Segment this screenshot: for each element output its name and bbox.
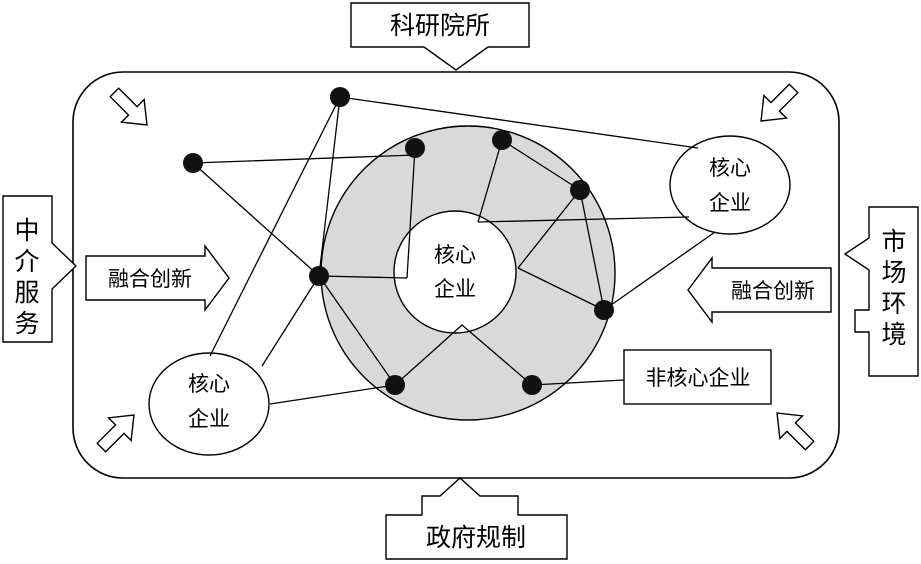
link (318, 96, 341, 277)
link (318, 275, 408, 279)
enterprise-node (385, 375, 405, 395)
arrow-bottom-right-icon (776, 412, 815, 451)
fusion-innovation-label-left: 融合创新 (108, 267, 192, 291)
nodes (183, 87, 614, 395)
non-core-enterprise-box (623, 349, 772, 405)
ecosystem-boundary (72, 71, 840, 479)
link (261, 275, 320, 367)
arrow-top-left-icon (109, 87, 148, 126)
government-regulation-callout (385, 477, 568, 560)
link (209, 96, 341, 357)
intermediary-services-char: 服 (14, 278, 39, 307)
link (318, 275, 396, 386)
lower-left-core-label-line2: 企业 (188, 407, 230, 431)
market-environment-char: 市 (881, 227, 906, 256)
enterprise-node (309, 266, 329, 286)
research-institutes-callout (350, 2, 530, 71)
link (269, 384, 396, 405)
upper-right-core-enterprise-circle (669, 135, 791, 235)
enterprise-node (330, 87, 350, 107)
intermediary-services-char: 务 (14, 309, 39, 338)
link (339, 96, 699, 149)
intermediary-services-callout (2, 195, 78, 343)
link (477, 216, 690, 223)
lower-left-core-label-line1: 核心 (188, 372, 230, 396)
center-core-label-line2: 企业 (434, 277, 476, 301)
lower-left-core-enterprise-circle (148, 352, 270, 456)
fusion-innovation-label-right: 融合创新 (731, 279, 815, 303)
market-environment-char: 环 (881, 289, 906, 318)
upper-right-core-label-line1: 核心 (709, 156, 751, 180)
link (477, 139, 503, 223)
link (531, 379, 625, 386)
government-regulation-label: 政府规制 (426, 523, 526, 552)
research-institutes-label: 科研院所 (390, 11, 490, 40)
arrow-bottom-left-icon (96, 414, 135, 453)
fusion-innovation-arrow-left (85, 243, 230, 313)
intermediary-services-char: 介 (14, 247, 39, 276)
non-core-enterprise-label: 非核心企业 (646, 366, 751, 390)
market-environment-char: 境 (881, 320, 906, 349)
center-core-enterprise-circle (393, 210, 517, 334)
upper-right-core-label-line2: 企业 (709, 191, 751, 215)
arrow-top-right-icon (760, 83, 799, 122)
intermediary-services-char: 中 (14, 216, 39, 245)
center-core-label-line1: 核心 (434, 243, 476, 267)
enterprise-node (594, 300, 614, 320)
enterprise-node (405, 138, 425, 158)
fusion-innovation-arrow-right (687, 255, 832, 325)
corner-arrows (96, 83, 815, 453)
enterprise-node (492, 130, 512, 150)
link (603, 231, 716, 311)
enterprise-node (570, 180, 590, 200)
link (517, 189, 581, 269)
link (406, 147, 416, 279)
enterprise-node (183, 153, 203, 173)
market-environment-callout (843, 206, 919, 377)
link (192, 162, 320, 277)
link (394, 324, 533, 386)
market-environment-char: 场 (881, 258, 906, 287)
link (517, 267, 605, 311)
enterprise-node (522, 375, 542, 395)
